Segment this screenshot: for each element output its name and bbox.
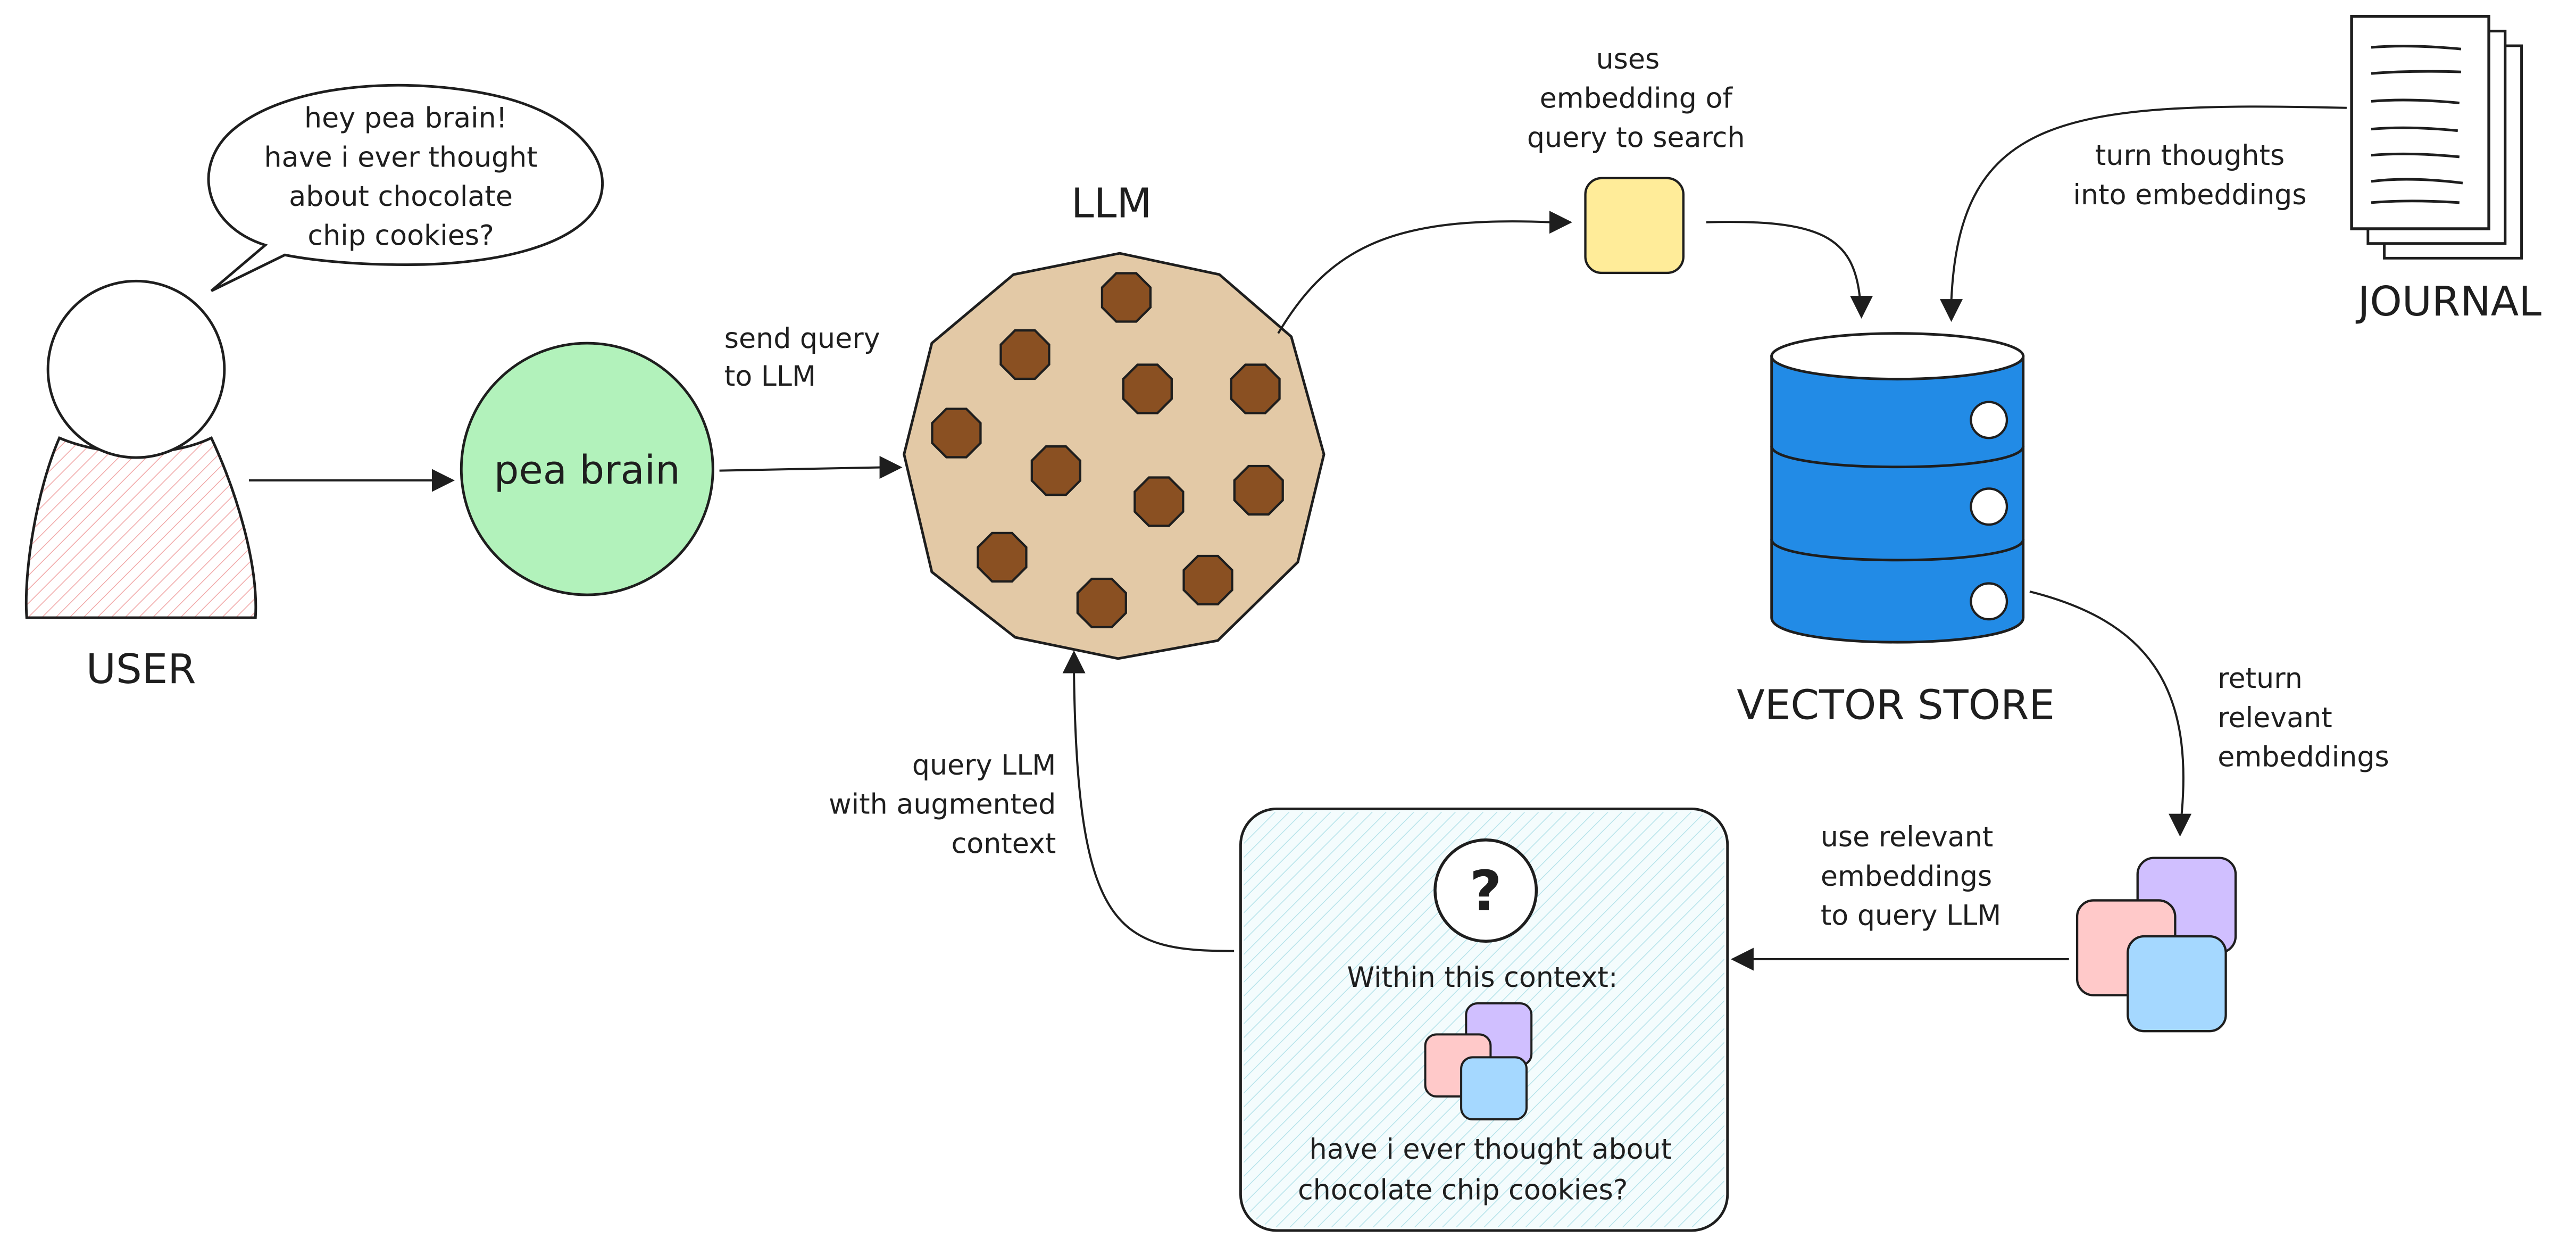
context-heading: Within this context: [1347, 962, 1618, 994]
context-question-line-2: chocolate chip cookies? [1298, 1175, 1628, 1207]
chocolate-chips [931, 272, 1284, 629]
question-mark-icon [1433, 838, 1538, 943]
chocolate-chip-icon [999, 329, 1051, 380]
chocolate-chip-icon [1182, 554, 1233, 606]
llm-label: LLM [1071, 180, 1152, 228]
chocolate-chip-icon [1233, 464, 1284, 516]
label-return-relevant-line-3: embeddings [2217, 742, 2389, 774]
user-node: USER [24, 279, 257, 693]
speech-bubble-line-4: chip cookies? [307, 220, 494, 252]
label-use-relevant-line-3: to query LLM [1821, 900, 2002, 932]
label-query-llm-line-2: with augmented [829, 789, 1056, 821]
label-uses-embedding-line-1: uses [1596, 44, 1660, 76]
arrow-llm-to-query-embedding [1277, 220, 1552, 334]
relevant-embeddings-node [2075, 857, 2237, 1033]
label-send-query-line-2: to LLM [724, 361, 816, 393]
label-return-relevant-line-1: return [2217, 663, 2303, 695]
arrow-context-box-to-llm [1073, 673, 1235, 952]
chocolate-chip-icon [931, 408, 982, 459]
speech-bubble-line-3: about chocolate [289, 181, 513, 213]
pea-brain-label: pea brain [494, 448, 680, 493]
user-label: USER [86, 646, 196, 693]
arrow-pea-brain-to-llm [719, 466, 881, 472]
arrows [248, 105, 2347, 971]
label-use-relevant-line-2: embeddings [1821, 861, 1992, 893]
pea-brain-node: pea brain [460, 342, 714, 596]
speech-bubble-line-2: have i ever thought [264, 142, 537, 173]
vector-store-node: VECTOR STORE [1737, 332, 2055, 729]
query-embedding-node [1584, 177, 1685, 275]
label-query-llm-line-1: query LLM [912, 750, 1056, 782]
label-use-relevant-line-1: use relevant [1821, 821, 1994, 853]
question-mark-glyph: ? [1470, 859, 1502, 924]
label-uses-embedding-line-3: query to search [1527, 122, 1745, 154]
speech-bubble-line-1: hey pea brain! [304, 103, 507, 135]
chocolate-chip-icon [977, 531, 1028, 583]
label-send-query-line-1: send query [724, 323, 880, 355]
journal-icon [2350, 14, 2490, 230]
label-query-llm-line-3: context [952, 828, 1056, 860]
chocolate-chip-icon [1030, 445, 1081, 496]
chocolate-chip-icon [1122, 363, 1173, 414]
query-embedding-square [1584, 177, 1685, 275]
chocolate-chip-icon [1230, 363, 1281, 414]
chocolate-chip-icon [1133, 476, 1185, 527]
label-return-relevant-line-2: relevant [2217, 702, 2332, 734]
user-head-icon [46, 279, 226, 459]
label-uses-embedding-line-2: embedding of [1540, 83, 1733, 115]
arrow-query-embedding-to-vector-store [1706, 221, 1861, 298]
edge-labels: send query to LLM uses embedding of quer… [724, 44, 2389, 932]
label-turn-thoughts-line-1: turn thoughts [2095, 140, 2285, 172]
journal-label: JOURNAL [2356, 278, 2542, 326]
chocolate-chip-icon [1101, 272, 1152, 323]
database-icon [1770, 355, 2025, 644]
llm-node: LLM [903, 180, 1325, 660]
arrow-vector-store-to-embeddings [2029, 590, 2185, 814]
arrow-journal-to-vector-store [1950, 105, 2347, 301]
embedding-blue-square [2127, 935, 2227, 1033]
label-turn-thoughts-line-2: into embeddings [2073, 179, 2307, 211]
context-embedding-blue [1460, 1056, 1528, 1121]
journal-node: JOURNAL [2350, 14, 2542, 326]
speech-bubble: hey pea brain! have i ever thought about… [207, 84, 604, 292]
user-body [24, 436, 257, 619]
vector-store-label: VECTOR STORE [1737, 682, 2055, 729]
context-box: ? Within this context: have i ever thoug… [1239, 807, 1729, 1232]
chocolate-chip-icon [1076, 577, 1127, 629]
context-question-line-1: have i ever thought about [1310, 1134, 1672, 1166]
